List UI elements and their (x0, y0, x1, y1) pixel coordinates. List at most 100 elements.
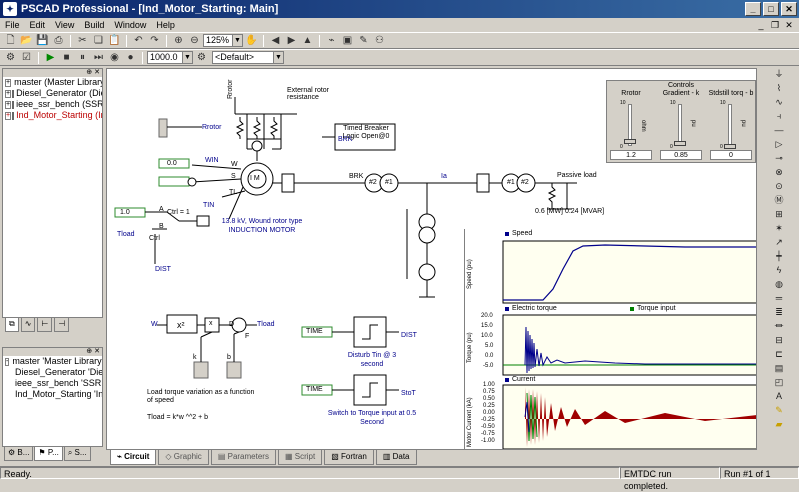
graph-icon[interactable]: ▤ (774, 363, 784, 373)
snapshot-icon[interactable]: ◉ (110, 51, 119, 63)
speed-graph[interactable]: Speed Speed (pu) (465, 229, 756, 305)
run-icon[interactable]: ▶ (46, 51, 55, 63)
close-icon[interactable]: ✕ (94, 348, 100, 355)
binoculars-icon[interactable]: ⚇ (375, 34, 384, 46)
undo-icon[interactable]: ↶ (134, 34, 143, 46)
save-icon[interactable]: 💾 (36, 34, 49, 46)
slider-value[interactable]: 0.85 (660, 150, 702, 160)
slider-thumb[interactable] (724, 144, 736, 149)
sticky-icon[interactable]: ▰ (775, 419, 783, 429)
ground-icon[interactable]: ⏚ (774, 69, 784, 79)
slider-track[interactable] (628, 104, 632, 146)
zoom-select[interactable]: 125%▼ (203, 34, 243, 47)
line-icon[interactable]: ═ (775, 293, 783, 303)
step-icon[interactable]: ⏭ (94, 51, 103, 63)
tree-item-diesel[interactable]: +Diesel_Generator (Dies (3, 88, 102, 99)
circuit-canvas[interactable]: Rrotor External rotor resistance Rrotor … (106, 68, 757, 450)
tline-icon[interactable]: ≣ (775, 307, 783, 317)
pin-icon[interactable]: ⊕ (86, 69, 93, 76)
forward-icon[interactable]: ▶ (287, 34, 296, 46)
redo-icon[interactable]: ↷ (150, 34, 159, 46)
coil-icon[interactable]: ϟ (776, 265, 782, 275)
slider-track[interactable] (728, 104, 732, 146)
runtime-item[interactable]: Diesel_Generator 'Dies (3, 367, 102, 378)
mdi-restore-icon[interactable]: ❐ (770, 19, 780, 30)
mdi-close-icon[interactable]: ✕ (785, 19, 793, 30)
slider-value[interactable]: 0 (710, 150, 752, 160)
tree-item-ind-motor[interactable]: +Ind_Motor_Starting (Ind (3, 110, 102, 121)
slider-value[interactable]: 1.2 (610, 150, 652, 160)
menu-file[interactable]: File (5, 20, 20, 30)
expand-icon[interactable]: + (5, 100, 12, 109)
relay-icon[interactable]: ⏛ (774, 321, 784, 331)
close-button[interactable]: ✕ (781, 2, 797, 16)
tab-runtime[interactable]: ⚑ P... (34, 447, 63, 461)
profile-select[interactable]: <Default>▼ (212, 51, 284, 64)
tab-circuit[interactable]: ⌁ Circuit (110, 450, 157, 465)
star-icon[interactable]: ✶ (775, 223, 783, 233)
collapse-icon[interactable]: - (5, 357, 10, 366)
capacitor-icon[interactable]: ⫞ (776, 111, 782, 121)
scope-icon[interactable]: ◰ (774, 377, 784, 387)
maximize-button[interactable]: □ (763, 2, 779, 16)
diode-icon[interactable]: ▷ (775, 139, 783, 149)
pause-icon[interactable]: ⏸ (80, 51, 85, 63)
record-icon[interactable]: ● (127, 51, 134, 63)
current-graph[interactable]: Current Motor Current (kA) 1.00 0.75 0.5… (465, 376, 756, 449)
tab-wire-icon[interactable]: ⊢ (37, 318, 53, 332)
run-duration-input[interactable]: 1000.0▼ (147, 51, 193, 64)
torque-graph[interactable]: Electric torque Torque input Torque (pu)… (465, 305, 756, 377)
expand-icon[interactable]: + (5, 111, 12, 120)
pan-hand-icon[interactable]: ✋ (245, 34, 258, 46)
machine-icon[interactable]: ◍ (775, 279, 783, 289)
transformer-icon[interactable]: ⊗ (775, 167, 783, 177)
build-check-icon[interactable]: ☑ (22, 51, 31, 63)
tree-item-ieee[interactable]: +ieee_ssr_bench (SSR M (3, 99, 102, 110)
tab-script[interactable]: ▦ Script (277, 450, 323, 465)
build-icon[interactable]: ⚙ (6, 51, 15, 63)
label-icon[interactable]: A (775, 391, 782, 401)
resistor-icon[interactable]: ⌇ (776, 83, 782, 93)
note-icon[interactable]: ✎ (775, 405, 783, 415)
tab-search[interactable]: ⌕ S... (63, 447, 91, 461)
zoom-in-icon[interactable]: ⊕ (174, 34, 183, 46)
tab-graphic[interactable]: ◇ Graphic (158, 450, 209, 465)
signal-icon[interactable]: ⊏ (775, 349, 783, 359)
stop-icon[interactable]: ■ (63, 51, 70, 63)
runtime-item[interactable]: -master 'Master Library' (3, 356, 102, 367)
new-icon[interactable]: 🗋 (6, 34, 15, 46)
settings-icon[interactable]: ⚙ (197, 51, 206, 63)
inductor-icon[interactable]: ∿ (775, 97, 783, 107)
mdi-minimize-icon[interactable]: _ (758, 19, 764, 30)
breaker-icon[interactable]: ⊞ (775, 209, 783, 219)
tab-data[interactable]: ▥ Data (375, 450, 417, 465)
wire-icon[interactable]: ⌁ (328, 34, 335, 46)
menu-view[interactable]: View (55, 20, 75, 30)
tab-fortran[interactable]: ▧ Fortran (324, 450, 374, 465)
tree-item-master[interactable]: +master (Master Library) (3, 77, 102, 88)
control-icon[interactable]: ⊟ (775, 335, 783, 345)
annotation-icon[interactable]: ✎ (359, 34, 368, 46)
pin-icon[interactable]: ⊕ (86, 348, 93, 355)
source-icon[interactable]: ⊙ (775, 181, 783, 191)
open-icon[interactable]: 📂 (20, 34, 33, 46)
runtime-item[interactable]: Ind_Motor_Starting 'Indi (3, 389, 102, 400)
minimize-button[interactable]: _ (745, 2, 761, 16)
switch-icon[interactable]: ⊸ (775, 153, 783, 163)
close-icon[interactable]: ✕ (94, 69, 100, 76)
slider-thumb[interactable] (624, 139, 636, 145)
print-icon[interactable]: ⎙ (54, 34, 63, 46)
up-icon[interactable]: ▲ (302, 34, 313, 46)
zoom-out-icon[interactable]: ⊖ (190, 34, 199, 46)
component-icon[interactable]: ▣ (342, 34, 353, 46)
menu-edit[interactable]: Edit (29, 20, 46, 30)
tab-signal-icon[interactable]: ∿ (20, 318, 36, 332)
tab-build[interactable]: ⚙ B... (4, 447, 34, 461)
cut-icon[interactable]: ✂ (78, 34, 87, 46)
back-icon[interactable]: ◀ (271, 34, 280, 46)
runtime-item[interactable]: ieee_ssr_bench 'SSR M (3, 378, 102, 389)
expand-icon[interactable]: + (5, 89, 12, 98)
bus-icon[interactable]: ┿ (776, 251, 782, 261)
meter-icon[interactable]: Ⓜ (774, 195, 784, 205)
menu-build[interactable]: Build (84, 20, 105, 30)
